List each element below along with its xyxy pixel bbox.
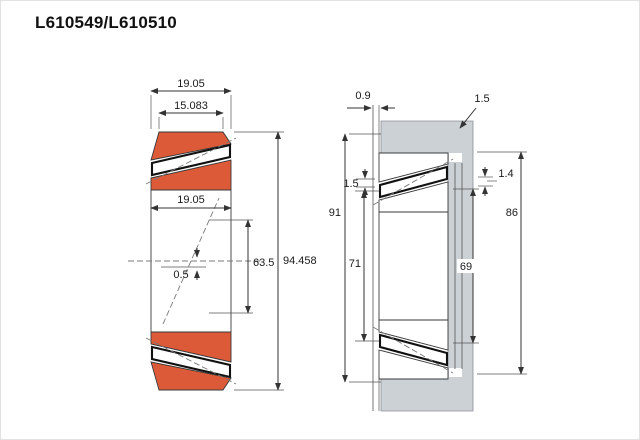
cup-top-right-view [378, 152, 449, 183]
contact-line-bottom [145, 337, 237, 385]
dim-axial-clearance-label: 0.9 [355, 90, 370, 102]
roller-bottom [150, 345, 232, 379]
dim-overall-width-label: 19.05 [177, 78, 205, 90]
dim-inner-span-label: 63.5 [253, 257, 274, 269]
dim-fillet-leader [459, 107, 477, 129]
relief-notch-top [449, 153, 462, 162]
dim-inner-span-left-label: 71 [349, 258, 361, 270]
dim-inner-span-right-label: 69 [460, 261, 472, 273]
roller-top [150, 143, 232, 177]
cone-bottom [150, 331, 232, 363]
dim-cup-face-width-label: 15.083 [174, 100, 208, 112]
dim-shoulder-diameter-label: 86 [506, 207, 518, 219]
dim-outside-diameter-label: 94.458 [283, 255, 317, 267]
label-halo [457, 259, 476, 273]
cup-bottom [150, 361, 232, 391]
cone-bottom-right-view [378, 319, 449, 351]
right-view: 0.9 1.5 1.5 91 71 [329, 90, 527, 412]
cup-bottom-right-view [378, 349, 449, 380]
dim-housing-bore-label: 91 [329, 207, 341, 219]
left-view: 19.05 15.083 19.05 63.5 94.458 0.5 [128, 78, 317, 391]
dim-fillet-radius-label: 1.5 [474, 93, 489, 105]
contact-line-bottom [372, 326, 454, 374]
dim-backing-gap-label: 1.4 [498, 168, 513, 180]
dim-bore-width-label: 19.05 [177, 194, 205, 206]
relief-notch-bottom [449, 368, 462, 377]
dim-offset-label: 0.5 [173, 269, 188, 281]
contact-line-top [145, 137, 237, 185]
contact-line-top [372, 158, 454, 206]
dim-cup-stickout-label: 1.5 [343, 178, 358, 190]
page-title: L610549/L610510 [35, 13, 177, 32]
